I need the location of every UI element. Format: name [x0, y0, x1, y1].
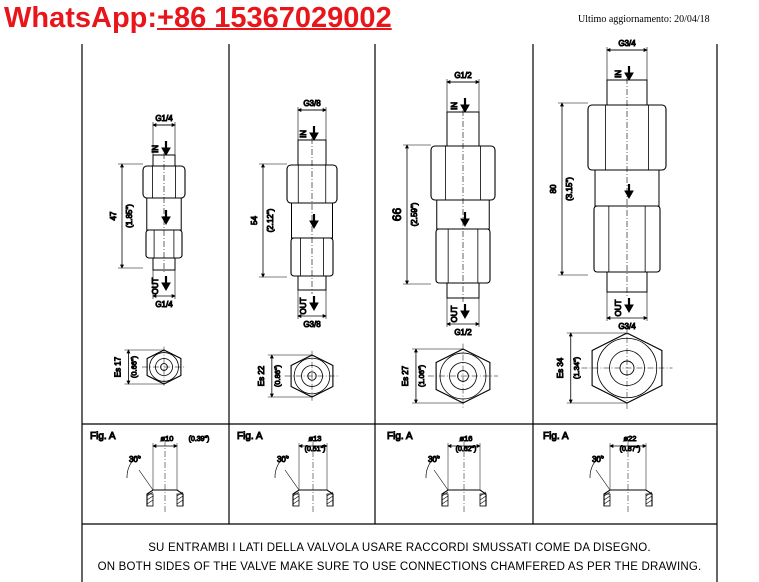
hex-in-label: (0.66"): [129, 355, 138, 378]
out-label: OUT: [450, 305, 459, 322]
thread-bottom-label: G1/2: [454, 328, 472, 337]
chamfer-in-label: (0.87"): [620, 446, 641, 453]
chamfer-mm-label: ø10: [161, 434, 174, 443]
thread-top-label: G1/4: [155, 114, 173, 123]
fig-label: Fig. A: [90, 431, 116, 442]
hex-upper: [142, 165, 186, 199]
thread-top-label: G3/4: [618, 39, 636, 48]
thread-top-label: G1/2: [454, 71, 472, 80]
chamfer-mm-label: ø22: [624, 434, 637, 443]
fig-label: Fig. A: [237, 431, 263, 442]
in-label: IN: [151, 145, 160, 153]
length-in-label: (3.15"): [565, 177, 574, 201]
hex-mm-label: Es 27: [401, 365, 410, 386]
hex-in-label: (1.34"): [572, 356, 581, 379]
chamfer-in-label: (0.62"): [456, 446, 477, 453]
hex-mm-label: Es 22: [257, 365, 266, 386]
last-update: Ultimo aggiornamento: 20/04/18: [578, 14, 710, 25]
footer-note-english: ON BOTH SIDES OF THE VALVE MAKE SURE TO …: [97, 561, 702, 573]
chamfer-mm-label: ø13: [309, 434, 322, 443]
hex-mm-label: Es 34: [556, 357, 565, 378]
whatsapp-contact: WhatsApp:+86 15367029002: [4, 2, 392, 35]
chamfer-in-label: (0.51"): [305, 446, 326, 453]
out-label: OUT: [614, 299, 623, 316]
angle-label: 30°: [592, 455, 604, 464]
out-label: OUT: [151, 277, 160, 294]
angle-label: 30°: [428, 455, 440, 464]
chamfer-in-label: (0.39"): [189, 436, 210, 443]
fig-label: Fig. A: [387, 431, 413, 442]
hex-in-label: (0.86"): [273, 364, 282, 387]
hex-in-label: (1.06"): [417, 364, 426, 387]
angle-label: 30°: [129, 455, 141, 464]
chamfer-mm-label: ø16: [460, 434, 473, 443]
in-label: IN: [299, 130, 308, 138]
thread-bottom-label: G3/4: [618, 322, 636, 331]
fig-label: Fig. A: [543, 431, 569, 442]
hex-mm-label: Es 17: [113, 356, 122, 377]
angle-label: 30°: [277, 455, 289, 464]
thread-bottom-label: G3/8: [303, 320, 321, 329]
in-label: IN: [614, 70, 623, 78]
length-mm-label: 47: [109, 211, 118, 220]
thread-bottom-label: G1/4: [155, 300, 173, 309]
thread-top-label: G3/8: [303, 99, 321, 108]
length-mm-label: 66: [390, 208, 404, 222]
length-in-label: (1.85"): [125, 204, 134, 228]
length-mm-label: 54: [250, 216, 259, 225]
drawing-frame: [81, 44, 718, 582]
out-label: OUT: [299, 297, 308, 314]
footer-note-italian: SU ENTRAMBI I LATI DELLA VALVOLA USARE R…: [148, 542, 651, 554]
whatsapp-number[interactable]: +86 15367029002: [157, 2, 392, 34]
length-in-label: (2.12"): [266, 208, 275, 232]
length-mm-label: 80: [549, 184, 558, 193]
whatsapp-prefix: WhatsApp:: [4, 2, 158, 34]
length-in-label: (2.59"): [410, 202, 419, 226]
in-label: IN: [450, 102, 459, 110]
